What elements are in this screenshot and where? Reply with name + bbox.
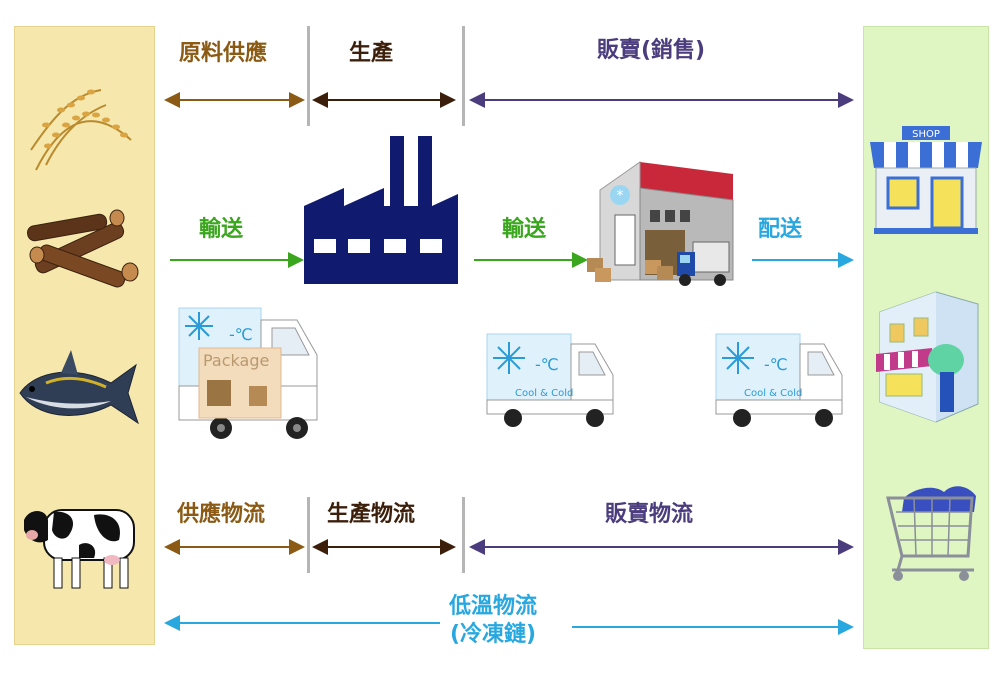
bottom-separator-2 [462, 497, 465, 573]
supply-logistics-label: 供應物流 [177, 502, 266, 527]
cold-truck-2-temp: -℃ [764, 355, 788, 374]
transport-label-1: 輸送 [199, 217, 244, 242]
package-truck-temp: -℃ [229, 325, 253, 344]
bottom-separator-1 [307, 497, 310, 573]
cow-icon [24, 509, 135, 589]
cold-chain-sublabel: (冷凍鏈) [450, 622, 537, 647]
top-separator-2 [462, 26, 465, 126]
top-separator-1 [307, 26, 310, 126]
supply-label: 原料供應 [179, 41, 268, 66]
production-label: 生產 [349, 41, 394, 66]
rice-icon [30, 89, 132, 171]
package-truck-icon: -℃ Package [178, 307, 318, 439]
cold-truck-1-temp: -℃ [535, 355, 559, 374]
warehouse-icon: * [587, 161, 734, 286]
svg-text:*: * [617, 188, 624, 204]
cold-truck-icon-1: -℃ Cool & Cold [486, 333, 614, 427]
cold-chain-label: 低溫物流 [449, 594, 538, 619]
store-icon [876, 291, 979, 423]
delivery-label: 配送 [758, 217, 803, 242]
cold-truck-1-label: Cool & Cold [515, 388, 573, 399]
shop-sign-text: SHOP [912, 129, 940, 140]
production-logistics-label: 生產物流 [327, 502, 416, 527]
fish-icon [19, 350, 139, 425]
wood-icon [27, 209, 139, 288]
factory-icon [304, 136, 458, 284]
cold-truck-2-label: Cool & Cold [744, 388, 802, 399]
cold-truck-icon-2: -℃ Cool & Cold [715, 333, 843, 427]
sales-label: 販賣(銷售) [597, 38, 706, 63]
package-label: Package [203, 351, 269, 370]
shop-icon: SHOP [870, 126, 982, 234]
cart-icon [886, 486, 976, 581]
transport-label-2: 輸送 [502, 217, 547, 242]
sales-logistics-label: 販賣物流 [605, 502, 694, 527]
